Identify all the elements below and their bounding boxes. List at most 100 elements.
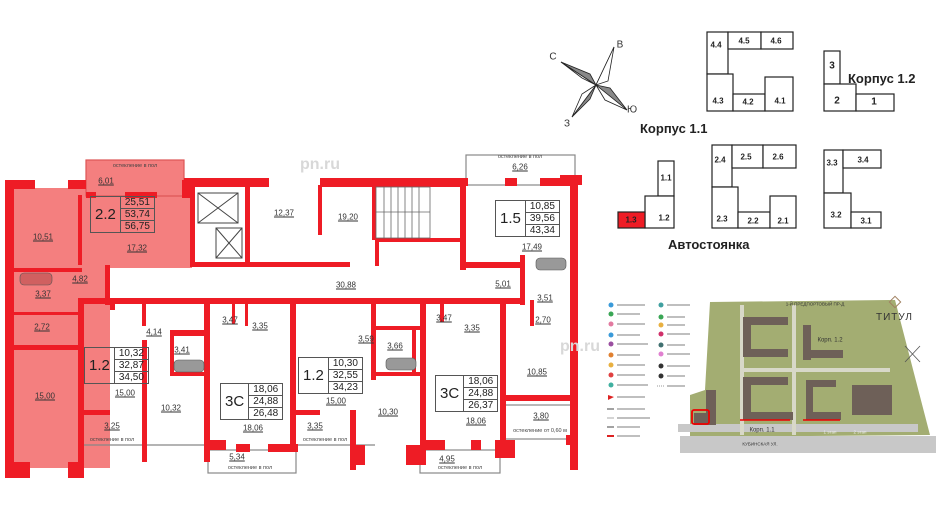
bathtubs: [19, 257, 567, 373]
selected-section: [617, 211, 646, 229]
room-area: 18,06: [242, 423, 264, 433]
total-area-with-balcony: 34,23: [332, 382, 358, 393]
section-label[interactable]: 2.4: [714, 155, 726, 165]
room-area: 30,88: [335, 280, 357, 290]
selected-building-marker: [691, 409, 710, 425]
section-label[interactable]: 4.2: [742, 97, 754, 107]
section-label[interactable]: 1.1: [660, 173, 672, 183]
section-label[interactable]: 2.1: [777, 216, 789, 226]
room-area: 3,80: [533, 411, 549, 421]
room-area: 4,82: [72, 274, 88, 284]
section-label[interactable]: 2.3: [716, 214, 728, 224]
room-area: 6,26: [512, 162, 528, 172]
room-area: 18,06: [465, 416, 487, 426]
room-area: 3,47: [222, 315, 238, 325]
total-area-with-balcony: 26,48: [253, 408, 279, 419]
watermark: pn.ru: [300, 156, 340, 173]
glazing-note: остекление в пол: [89, 437, 135, 443]
section-label[interactable]: 3.4: [857, 155, 869, 165]
section-label[interactable]: 4.3: [712, 96, 724, 106]
room-area: 2,72: [34, 322, 50, 332]
room-area: 15,00: [114, 388, 136, 398]
stage-label: 2 этап: [853, 429, 867, 435]
korpus-1-1-label: Корпус 1.1: [640, 121, 708, 136]
parking-label: Автостоянка: [668, 237, 750, 252]
glazing-note: остекление в пол: [437, 465, 483, 471]
living-area: 18,06: [249, 384, 283, 396]
compass-rose-icon: [560, 46, 628, 118]
section-label[interactable]: 2.2: [747, 216, 759, 226]
living-area: 25,51: [120, 197, 154, 209]
walls: [5, 175, 582, 478]
room-area: 12,37: [273, 208, 295, 218]
glazing-note: остекление от 0,60 м: [513, 428, 567, 434]
section-label-selected[interactable]: 1.3: [625, 215, 637, 225]
street: [680, 436, 936, 453]
section-label[interactable]: 1.2: [658, 213, 670, 223]
glazing-note: остекление в пол: [112, 163, 158, 169]
room-area: 3,47: [436, 313, 452, 323]
room-area: 3,25: [104, 421, 120, 431]
section-label[interactable]: 3: [829, 60, 835, 72]
selected-apartment-fill[interactable]: [10, 160, 192, 468]
room-area: 17,32: [126, 243, 148, 253]
road-label: 1-Й ПРЕДПОРТОВЫЙ ПР-Д: [785, 301, 845, 307]
room-area: 15,00: [34, 391, 56, 401]
room-area: 3,35: [464, 323, 480, 333]
room-area: 4,95: [439, 454, 455, 464]
section-label[interactable]: 4.6: [770, 36, 782, 46]
apartment-type: 2.2: [95, 206, 116, 223]
room-area: 3,35: [252, 321, 268, 331]
section-label[interactable]: 4.1: [774, 96, 786, 106]
section-label[interactable]: 2: [834, 95, 840, 107]
total-area-with-balcony: 34,50: [118, 372, 144, 383]
room-area: 4,14: [146, 327, 162, 337]
section-label[interactable]: 3.2: [830, 210, 842, 220]
brand-name: ТИТУЛ: [876, 312, 913, 323]
brand-logo: [888, 295, 902, 309]
room-area: 3,35: [307, 421, 323, 431]
room-area: 6,01: [98, 176, 114, 186]
total-area-with-balcony: 56,75: [124, 221, 150, 232]
staircase: [375, 186, 431, 239]
key-plan: [560, 31, 895, 229]
apartment-type: 1.2: [89, 357, 110, 374]
compass-east: В: [616, 39, 624, 51]
total-area: 53,74: [120, 209, 154, 221]
section-label[interactable]: 4.4: [710, 40, 722, 50]
apartment-type: 3С: [440, 385, 460, 402]
section-label[interactable]: 1: [871, 96, 877, 108]
room-area: 5,01: [495, 279, 511, 289]
living-area: 10,32: [114, 348, 148, 360]
total-area: 39,56: [525, 213, 559, 225]
section-label[interactable]: 3.3: [826, 158, 838, 168]
room-area: 3,66: [387, 341, 403, 351]
street-label: КУБИНСКАЯ УЛ.: [742, 441, 778, 447]
total-area: 24,88: [464, 388, 498, 400]
room-area: 3,41: [174, 345, 190, 355]
room-area: 15,00: [325, 396, 347, 406]
room-area: 3,51: [537, 293, 553, 303]
glazing-note: остекление в пол: [227, 465, 273, 471]
glazing-note: остекление в пол: [497, 154, 543, 160]
section-label[interactable]: 3.1: [860, 216, 872, 226]
room-area: 10,30: [377, 407, 399, 417]
section-label[interactable]: 4.5: [738, 36, 750, 46]
total-area-with-balcony: 26,37: [468, 400, 494, 411]
total-area: 32,55: [328, 370, 362, 382]
apartment-type: 1.5: [500, 210, 521, 227]
compass-south: Ю: [626, 104, 638, 116]
room-area: 2,70: [535, 315, 551, 325]
section-label[interactable]: 2.6: [772, 152, 784, 162]
section-label[interactable]: 2.5: [740, 152, 752, 162]
elevator-shafts: [197, 192, 243, 259]
room-area: 10,85: [526, 367, 548, 377]
apartment-type: 3С: [225, 393, 245, 410]
